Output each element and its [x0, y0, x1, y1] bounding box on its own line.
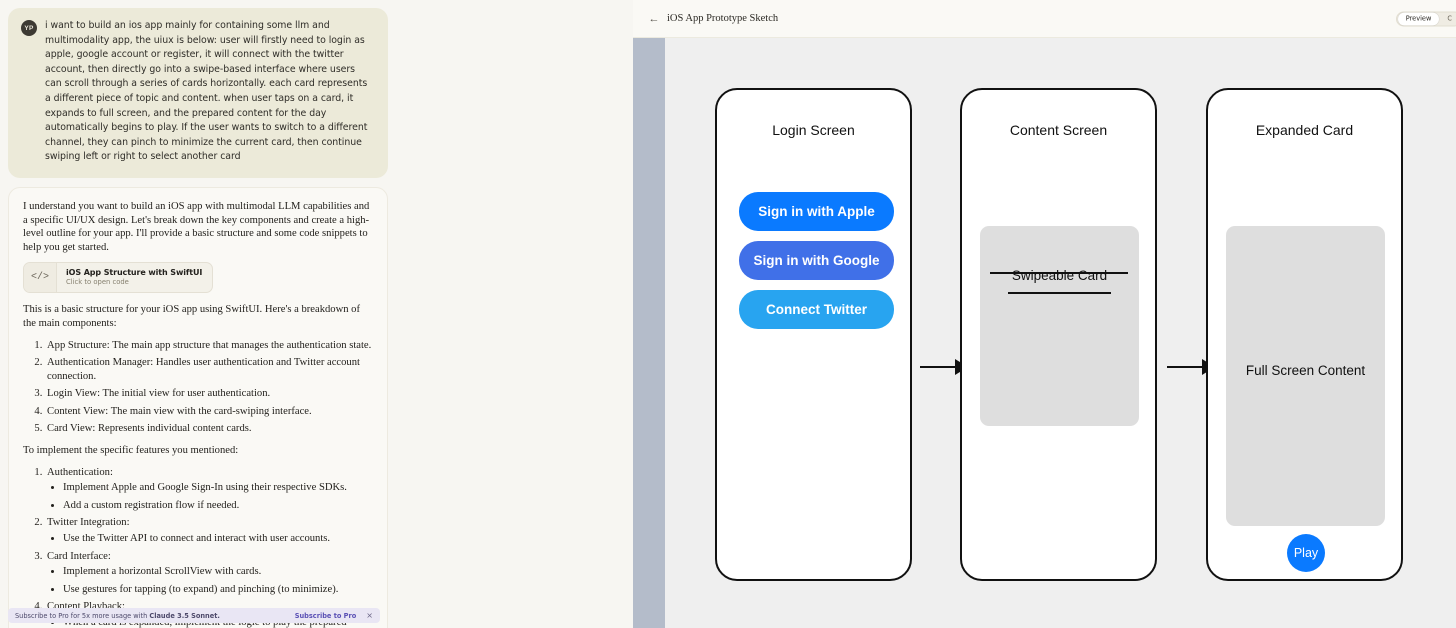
swipeable-card[interactable]: Swipeable Card	[980, 226, 1139, 426]
phone-title-expanded: Expanded Card	[1255, 122, 1354, 138]
connect-twitter-button[interactable]: Connect Twitter	[739, 290, 894, 329]
features-list: Authentication: Implement Apple and Goog…	[45, 466, 373, 628]
subscribe-banner: Subscribe to Pro for 5x more usage with …	[8, 608, 380, 623]
feature-sublist: Use the Twitter API to connect and inter…	[63, 532, 373, 546]
artifact-card-body: iOS App Structure with SwiftUI Click to …	[57, 263, 211, 292]
full-screen-content-label: Full Screen Content	[1245, 363, 1366, 378]
page-title: iOS App Prototype Sketch	[667, 13, 779, 24]
card-rule-bottom	[1008, 292, 1111, 294]
close-icon[interactable]: ×	[366, 611, 373, 620]
user-message: YP i want to build an ios app mainly for…	[8, 8, 388, 178]
phone-expanded-card: Expanded Card Full Screen Content Play	[1206, 88, 1403, 581]
list-item: Add a custom registration flow if needed…	[63, 499, 373, 513]
avatar: YP	[21, 20, 37, 36]
back-arrow-icon[interactable]: ←	[648, 12, 660, 25]
tab-code[interactable]: C	[1447, 14, 1452, 22]
arrow-shaft	[1167, 365, 1202, 369]
artifact-card-title: iOS App Structure with SwiftUI	[66, 268, 203, 278]
phone-title-login: Login Screen	[772, 122, 855, 138]
artifact-panel-body: Login Screen Sign in with Apple Sign in …	[633, 38, 1456, 628]
assistant-message: I understand you want to build an iOS ap…	[8, 186, 388, 628]
chat-column: YP i want to build an ios app mainly for…	[0, 0, 633, 628]
full-screen-content-card[interactable]: Full Screen Content	[1226, 226, 1385, 526]
list-item: App Structure: The main app structure th…	[45, 339, 373, 353]
phone-content-screen: Content Screen Swipeable Card	[960, 88, 1157, 581]
list-item: Authentication: Implement Apple and Goog…	[45, 466, 373, 513]
arrow-shaft	[920, 365, 955, 369]
chat-column-gutter	[396, 0, 633, 628]
card-rule-top	[990, 272, 1128, 274]
list-item: Card Interface: Implement a horizontal S…	[45, 550, 373, 597]
sign-in-with-google-button[interactable]: Sign in with Google	[739, 241, 894, 280]
list-item: Content View: The main view with the car…	[45, 405, 373, 419]
sign-in-with-apple-button[interactable]: Sign in with Apple	[739, 192, 894, 231]
feature-title: Card Interface:	[47, 550, 111, 562]
artifact-card-button[interactable]: </> iOS App Structure with SwiftUI Click…	[23, 262, 213, 294]
sketch-canvas: Login Screen Sign in with Apple Sign in …	[665, 38, 1456, 628]
list-item: Authentication Manager: Handles user aut…	[45, 356, 373, 383]
feature-sublist: Implement Apple and Google Sign-In using…	[63, 481, 373, 512]
artifact-panel-header: ← iOS App Prototype Sketch Preview C	[633, 0, 1456, 38]
artifact-card-subtitle: Click to open code	[66, 278, 129, 287]
subscribe-to-pro-link[interactable]: Subscribe to Pro	[294, 611, 357, 620]
list-item: Use the Twitter API to connect and inter…	[63, 532, 373, 546]
list-item: Implement Apple and Google Sign-In using…	[63, 481, 373, 495]
list-item: Use gestures for tapping (to expand) and…	[63, 583, 373, 597]
panel-resize-handle[interactable]	[633, 38, 665, 628]
feature-title: Twitter Integration:	[47, 517, 130, 529]
user-message-text: i want to build an ios app mainly for co…	[45, 20, 368, 163]
phone-title-content: Content Screen	[1009, 122, 1108, 138]
feature-title: Content Playback:	[47, 601, 125, 613]
list-item: Twitter Integration: Use the Twitter API…	[45, 516, 373, 545]
subscribe-text-prefix: Subscribe to Pro for 5x more usage with	[15, 611, 150, 620]
swipeable-card-label: Swipeable Card	[1011, 268, 1108, 283]
phone-login-screen: Login Screen Sign in with Apple Sign in …	[715, 88, 912, 581]
components-list: App Structure: The main app structure th…	[45, 339, 373, 437]
play-button[interactable]: Play	[1287, 534, 1325, 572]
assistant-breakdown-intro: This is a basic structure for your iOS a…	[23, 304, 361, 329]
artifact-panel: ← iOS App Prototype Sketch Preview C Log…	[633, 0, 1456, 628]
subscribe-text-model: Claude 3.5 Sonnet.	[149, 611, 220, 620]
list-item: Card View: Represents individual content…	[45, 422, 373, 436]
chat-scroll-area[interactable]: YP i want to build an ios app mainly for…	[0, 0, 396, 628]
feature-sublist: Implement a horizontal ScrollView with c…	[63, 565, 373, 596]
list-item: Login View: The initial view for user au…	[45, 387, 373, 401]
feature-title: Authentication:	[47, 466, 113, 478]
preview-code-toggle[interactable]: Preview C	[1395, 11, 1456, 26]
code-icon: </>	[24, 263, 57, 293]
subscribe-banner-text: Subscribe to Pro for 5x more usage with …	[15, 612, 295, 620]
assistant-intro: I understand you want to build an iOS ap…	[23, 200, 370, 253]
tab-preview[interactable]: Preview	[1397, 12, 1440, 25]
assistant-features-intro: To implement the specific features you m…	[23, 445, 239, 457]
list-item: Implement a horizontal ScrollView with c…	[63, 565, 373, 579]
